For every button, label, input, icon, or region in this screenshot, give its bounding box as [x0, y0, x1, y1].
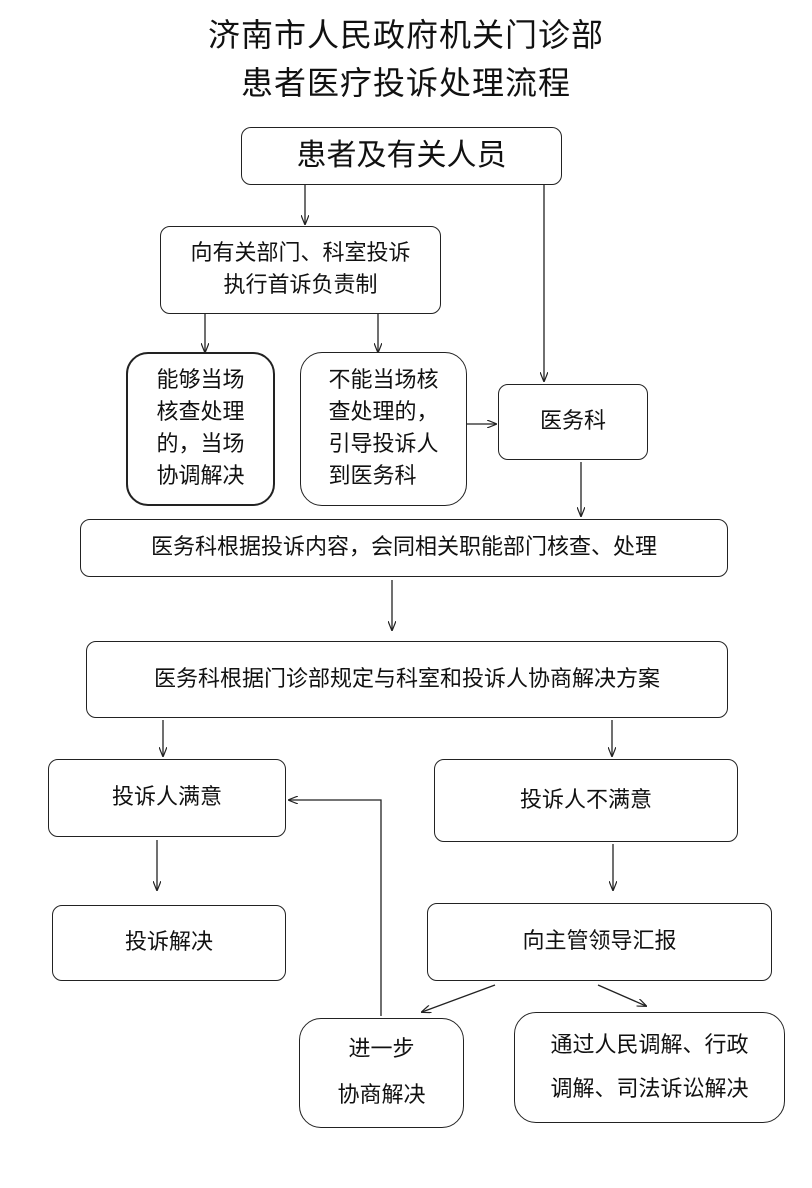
node-resolved-label: 投诉解决 [124, 930, 213, 955]
node-negotiate-label: 医务科根据门诊部规定与科室和投诉人协商解决方案 [153, 666, 660, 692]
node-unsatisfied: 投诉人不满意 [434, 759, 738, 842]
arrow-report-to-further [422, 984, 496, 1012]
diagram-title-line2: 患者医疗投诉处理流程 [240, 64, 571, 102]
node-patients: 患者及有关人员 [241, 127, 562, 185]
node-further-negotiation-label: 进一步 协商解决 [337, 1037, 426, 1108]
node-report: 向主管领导汇报 [427, 903, 772, 981]
node-verify: 医务科根据投诉内容，会同相关职能部门核查、处理 [80, 519, 728, 577]
node-resolved: 投诉解决 [52, 905, 286, 981]
node-cannot-handle-label: 不能当场核 查处理的， 引导投诉人 到医务科 [328, 368, 439, 489]
node-verify-label: 医务科根据投诉内容，会同相关职能部门核查、处理 [150, 535, 657, 560]
node-can-handle: 能够当场 核查处理 的，当场 协调解决 [126, 352, 275, 506]
node-medical-dept-label: 医务科 [539, 409, 606, 434]
node-medical-dept: 医务科 [498, 384, 648, 460]
arrow-report-to-mediation [597, 984, 646, 1006]
node-negotiate: 医务科根据门诊部规定与科室和投诉人协商解决方案 [86, 641, 728, 718]
node-cannot-handle: 不能当场核 查处理的， 引导投诉人 到医务科 [300, 352, 467, 506]
node-mediation: 通过人民调解、行政 调解、司法诉讼解决 [514, 1012, 785, 1123]
node-mediation-label: 通过人民调解、行政 调解、司法诉讼解决 [550, 1032, 749, 1102]
node-first-complaint: 向有关部门、科室投诉 执行首诉负责制 [160, 226, 441, 314]
node-satisfied: 投诉人满意 [48, 759, 286, 837]
node-patients-label: 患者及有关人员 [296, 138, 507, 173]
node-satisfied-label: 投诉人满意 [111, 785, 222, 810]
node-can-handle-label: 能够当场 核查处理 的，当场 协调解决 [156, 368, 245, 489]
arrow-further-to-satisfied [289, 800, 382, 1016]
node-further-negotiation: 进一步 协商解决 [299, 1018, 464, 1128]
node-unsatisfied-label: 投诉人不满意 [519, 787, 652, 813]
diagram-title-line1: 济南市人民政府机关门诊部 [207, 16, 604, 54]
node-report-label: 向主管领导汇报 [522, 929, 677, 954]
node-first-complaint-label: 向有关部门、科室投诉 执行首诉负责制 [190, 241, 411, 298]
